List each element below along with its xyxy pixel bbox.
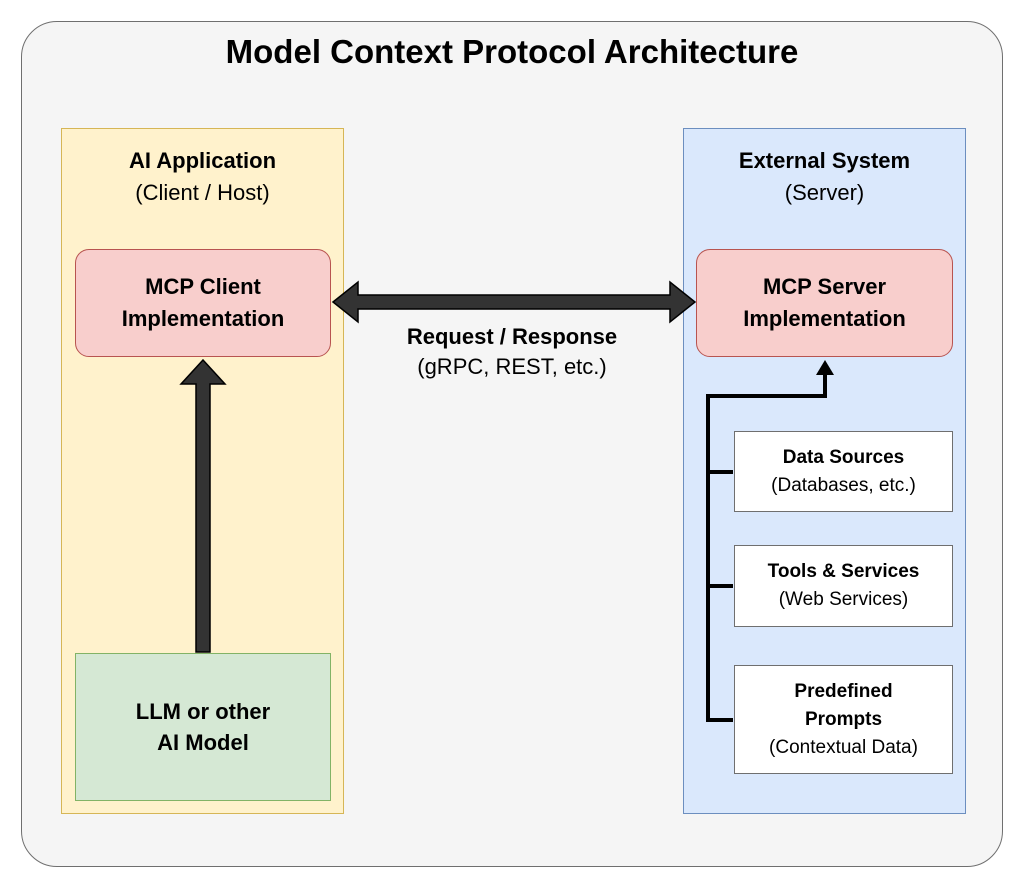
tools-services-label: Tools & Services bbox=[767, 561, 920, 582]
predefined-prompts-label-line1: Predefined bbox=[794, 680, 893, 702]
ai-application-subtitle: (Client / Host) bbox=[135, 180, 270, 205]
predefined-prompts-detail: (Contextual Data) bbox=[769, 736, 918, 758]
diagram-title: Model Context Protocol Architecture bbox=[225, 33, 799, 70]
mcp-server-line1: MCP Server bbox=[762, 274, 887, 299]
request-response-label: Request / Response (gRPC, REST, etc.) bbox=[0, 322, 1024, 382]
mcp-client-line2: Implementation bbox=[121, 306, 285, 331]
model-to-client-arrow bbox=[179, 358, 227, 653]
external-system-subtitle: (Server) bbox=[784, 180, 865, 205]
external-system-title: External System bbox=[738, 148, 911, 173]
mcp-client-line1: MCP Client bbox=[145, 274, 261, 299]
request-response-arrow bbox=[331, 280, 697, 324]
resource-bus-arrowhead bbox=[816, 360, 834, 375]
mcp-client-box: MCP Client Implementation bbox=[75, 249, 331, 357]
data-sources-box: Data Sources (Databases, etc.) bbox=[734, 431, 953, 512]
data-sources-detail: (Databases, etc.) bbox=[771, 474, 916, 496]
mcp-server-line2: Implementation bbox=[743, 306, 906, 331]
resource-bus-line bbox=[706, 375, 827, 722]
data-sources-label: Data Sources bbox=[782, 446, 905, 468]
tools-services-detail: (Web Services) bbox=[778, 589, 909, 610]
llm-model-line1: LLM or other bbox=[135, 699, 271, 724]
tools-services-box: Tools & Services (Web Services) bbox=[734, 545, 953, 627]
llm-model-box: LLM or other AI Model bbox=[75, 653, 331, 801]
predefined-prompts-box: Predefined Prompts (Contextual Data) bbox=[734, 665, 953, 774]
request-response-title: Request / Response bbox=[406, 324, 618, 349]
request-response-detail: (gRPC, REST, etc.) bbox=[417, 354, 607, 379]
mcp-server-box: MCP Server Implementation bbox=[696, 249, 953, 357]
llm-model-line2: AI Model bbox=[157, 730, 249, 755]
ai-application-title: AI Application bbox=[128, 148, 277, 173]
predefined-prompts-label-line2: Prompts bbox=[804, 708, 883, 730]
